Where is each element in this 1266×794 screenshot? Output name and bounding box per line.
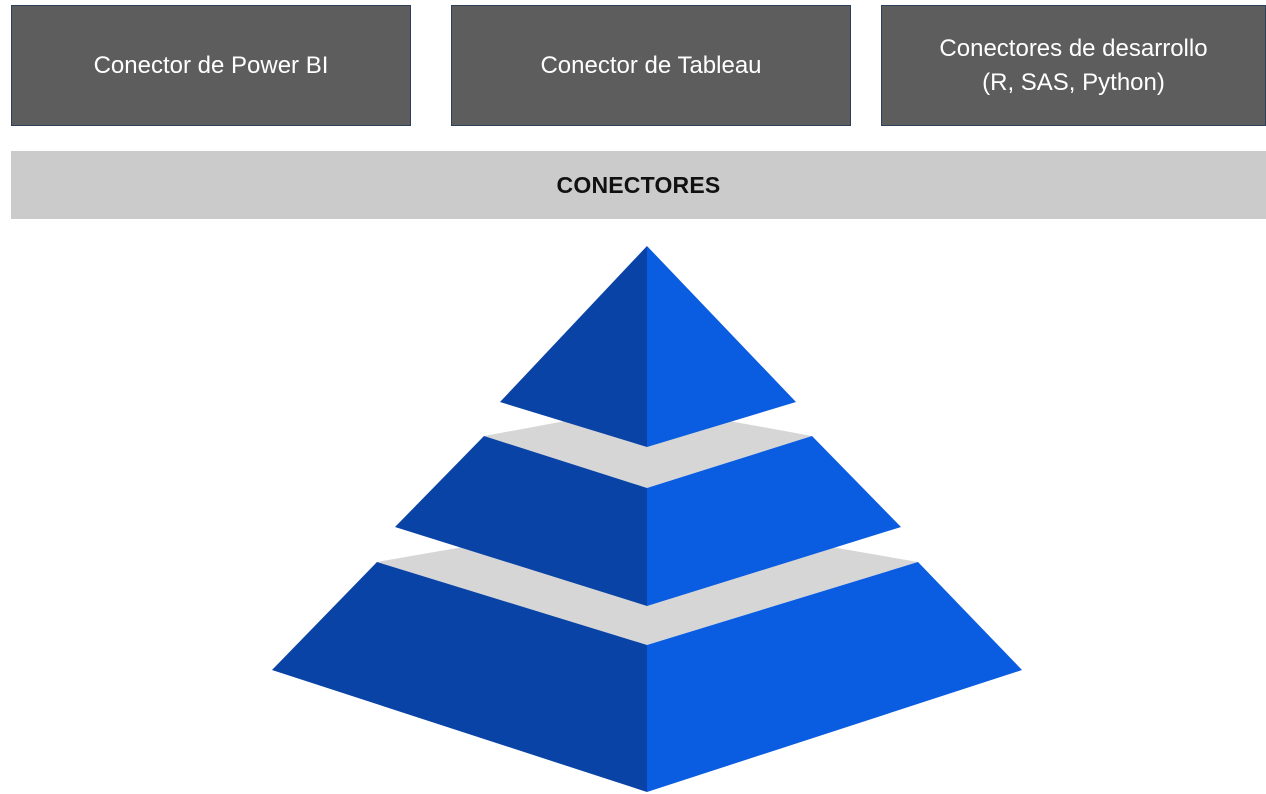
connectors-band-label: CONECTORES	[556, 171, 721, 198]
pyramid-middle-right-face	[647, 436, 901, 606]
dev-connectors-label-line1: Conectores de desarrollo	[939, 34, 1208, 62]
pyramid-top-left-face	[500, 246, 647, 447]
pyramid-bottom-left-face	[272, 562, 647, 792]
dev-connectors-label-line2: (R, SAS, Python)	[982, 68, 1165, 96]
pyramid-top-right-face	[647, 246, 796, 447]
tableau-connector-box: Conector de Tableau	[451, 5, 851, 126]
power-bi-connector-label: Conector de Power BI	[93, 51, 329, 79]
tableau-connector-label: Conector de Tableau	[540, 51, 762, 79]
connectors-band: CONECTORES	[11, 151, 1266, 219]
pyramid-top-tier	[500, 246, 796, 447]
dev-connectors-box: Conectores de desarrollo (R, SAS, Python…	[881, 5, 1266, 126]
dev-connectors-text: Conectores de desarrollo (R, SAS, Python…	[939, 32, 1207, 100]
pyramid-middle-tier	[395, 406, 901, 606]
pyramid-middle-left-face	[395, 436, 647, 606]
pyramid-middle-separator	[484, 406, 812, 488]
power-bi-connector-box: Conector de Power BI	[11, 5, 411, 126]
pyramid-bottom-right-face	[647, 562, 1022, 792]
